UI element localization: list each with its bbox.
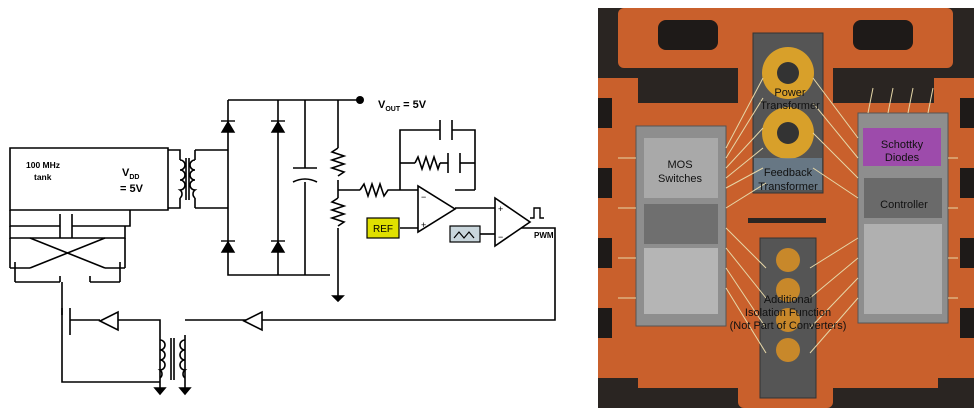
svg-text:+: + (421, 220, 426, 230)
circuit-schematic: − + + − REF 100 MHz tank VDD = 5V VOUT= … (9, 96, 556, 396)
controller-label: Controller (880, 199, 928, 211)
vdd-value: = 5V (120, 183, 144, 195)
amplifiers (98, 184, 532, 332)
isolation-chip (759, 237, 817, 399)
ramp-generator (449, 225, 481, 243)
ground-symbols (153, 290, 345, 396)
svg-text:−: − (421, 192, 426, 202)
schematic-wires (9, 99, 556, 388)
die-photo: Power Transformer MOS Switches Feedback … (598, 8, 974, 408)
error-amp (417, 184, 457, 234)
bond-wires (618, 77, 958, 354)
pulse-icon (530, 207, 544, 219)
pwm-comparator (494, 196, 532, 248)
power-transformer-icon (177, 158, 198, 200)
svg-text:+: + (498, 204, 503, 214)
svg-text:−: − (498, 232, 503, 242)
isolation-label-2: Isolation Function (745, 307, 831, 319)
bridge-diodes (220, 120, 286, 253)
tank-label-1: 100 MHz (26, 160, 60, 170)
ref-label: REF (373, 224, 393, 235)
frame-slots (598, 20, 974, 338)
buffer-left (98, 310, 119, 332)
vdd-label: VDD (122, 167, 139, 181)
ref-box (366, 217, 400, 239)
feedback-transformer-icon (157, 338, 188, 380)
schottky-label-1: Schottky (881, 139, 924, 151)
power-transformer-label-1: Power (774, 87, 806, 99)
feedback-capacitors (439, 120, 461, 173)
isolation-label-1: Additional (764, 294, 812, 306)
mos-switches-label-1: MOS (667, 159, 692, 171)
resistors (329, 147, 441, 227)
controller-chip (857, 112, 949, 324)
mos-switches-chip (635, 125, 727, 327)
feedback-transformer-label-2: Transformer (758, 181, 818, 193)
buffer-right (242, 310, 263, 332)
vout-label: VOUT= 5V (378, 99, 427, 113)
power-transformer-label-2: Transformer (760, 100, 820, 112)
power-transformer-chip (752, 32, 824, 194)
schottky-highlight (863, 128, 941, 166)
ramp-wave-icon (453, 231, 475, 239)
feedback-transformer-label-1: Feedback (764, 167, 813, 179)
tank-label-2: tank (34, 172, 52, 182)
mos-switches-label-2: Switches (658, 173, 703, 185)
pwm-label: PWM (534, 231, 554, 240)
isolation-label-3: (Not Part of Converters) (730, 320, 847, 332)
schottky-label-2: Diodes (885, 152, 920, 164)
vout-node (356, 96, 364, 104)
